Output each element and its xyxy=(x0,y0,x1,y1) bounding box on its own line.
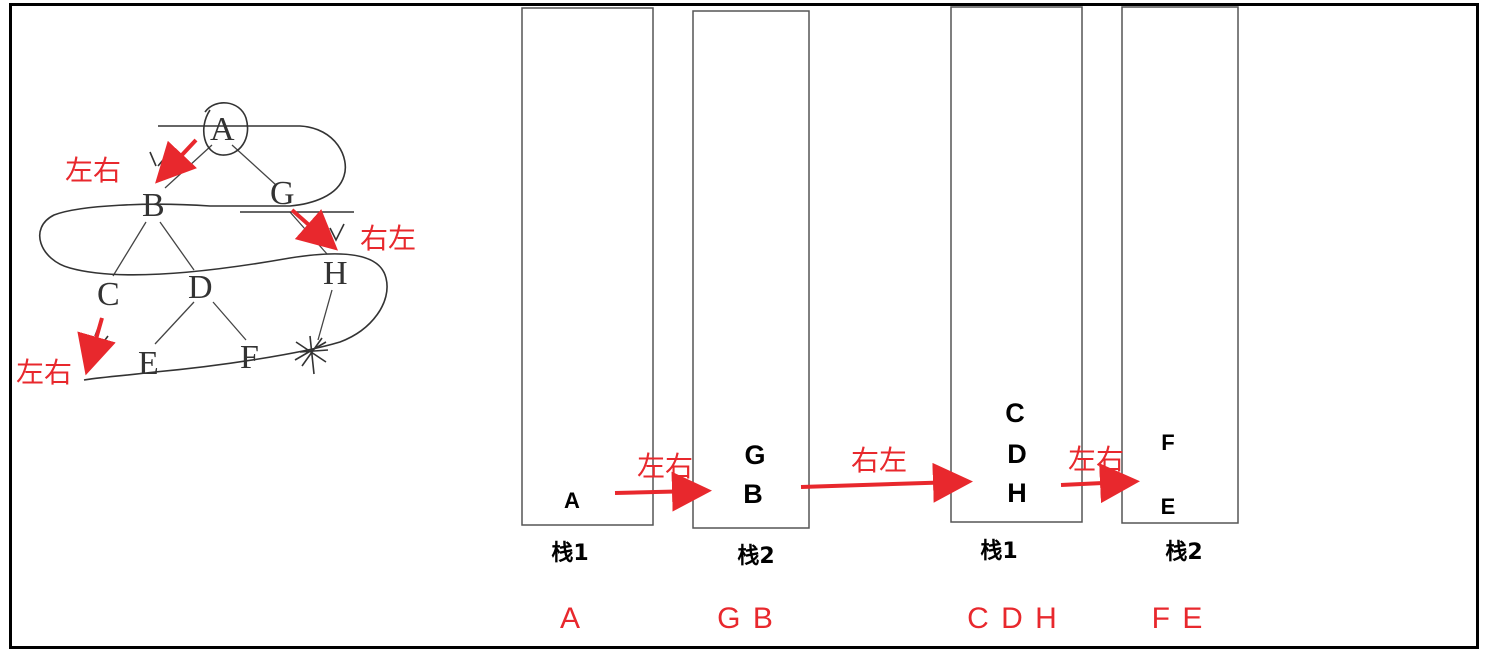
tree-arrow-right-left xyxy=(290,208,338,251)
stack-1a: A 栈1 A xyxy=(521,7,654,635)
tree-node-d: D xyxy=(188,269,213,306)
stack-label: 栈1 xyxy=(551,541,588,566)
level-sweep-path xyxy=(38,125,388,381)
tree-arrow-left-right-2 xyxy=(77,317,116,376)
tick-mark-b xyxy=(149,151,164,167)
stack-element: B xyxy=(743,479,763,509)
edge-d-f xyxy=(212,301,247,341)
edge-a-g xyxy=(231,144,277,186)
binary-tree: A B G C D H E F 左右 右左 左右 xyxy=(16,102,416,389)
stack-element: D xyxy=(1007,439,1027,469)
output-sequence: G B xyxy=(717,602,775,635)
stack-element: G xyxy=(744,440,765,470)
tree-node-h: H xyxy=(323,255,348,292)
stack-element: A xyxy=(564,488,580,513)
output-sequence: F E xyxy=(1152,602,1205,635)
stack-element: E xyxy=(1161,494,1176,519)
stack-box xyxy=(950,6,1083,523)
transition-arrow xyxy=(614,471,712,512)
output-sequence: A xyxy=(560,602,582,635)
transition-label: 右左 xyxy=(851,444,907,477)
tree-node-e: E xyxy=(138,345,159,382)
stack-element: C xyxy=(1005,398,1025,428)
stack-element: F xyxy=(1161,430,1174,455)
edge-b-c xyxy=(112,221,147,277)
tree-node-f: F xyxy=(240,339,259,376)
edge-b-d xyxy=(159,221,195,271)
stack-box xyxy=(521,7,654,526)
transition-label: 左右 xyxy=(1068,443,1124,476)
edge-g-h xyxy=(289,211,328,255)
stack-element: H xyxy=(1007,478,1027,508)
null-node-mark xyxy=(294,335,329,375)
stack-2a: G B 栈2 G B xyxy=(692,10,810,635)
tree-dir-label-1: 左右 xyxy=(65,154,121,187)
stack-1b: C D H 栈1 C D H xyxy=(950,6,1083,635)
tree-dir-label-2: 右左 xyxy=(360,222,416,255)
transition-arrow xyxy=(1060,463,1140,504)
tick-mark-h xyxy=(329,223,345,242)
transition-2: 右左 xyxy=(800,444,973,503)
tree-dir-label-3: 左右 xyxy=(16,356,72,389)
transition-1: 左右 xyxy=(614,450,712,512)
tree-node-g: G xyxy=(270,175,295,212)
stack-label: 栈2 xyxy=(1165,540,1202,565)
transition-label: 左右 xyxy=(637,450,693,483)
stack-2b: F E 栈2 F E xyxy=(1121,6,1239,635)
stack-box xyxy=(692,10,810,529)
tree-node-a: A xyxy=(210,111,235,148)
transition-arrow xyxy=(800,462,973,503)
tree-node-c: C xyxy=(97,276,120,313)
stack-box xyxy=(1121,6,1239,524)
tree-arrow-left-right-1 xyxy=(155,138,198,184)
stack-label: 栈2 xyxy=(737,544,774,569)
edge-h-null xyxy=(317,289,333,341)
tree-node-b: B xyxy=(142,187,165,224)
edge-d-e xyxy=(154,301,195,345)
stack-label: 栈1 xyxy=(980,539,1017,564)
output-sequence: C D H xyxy=(967,602,1059,635)
transition-3: 左右 xyxy=(1060,443,1140,504)
circle-mark xyxy=(202,102,249,156)
